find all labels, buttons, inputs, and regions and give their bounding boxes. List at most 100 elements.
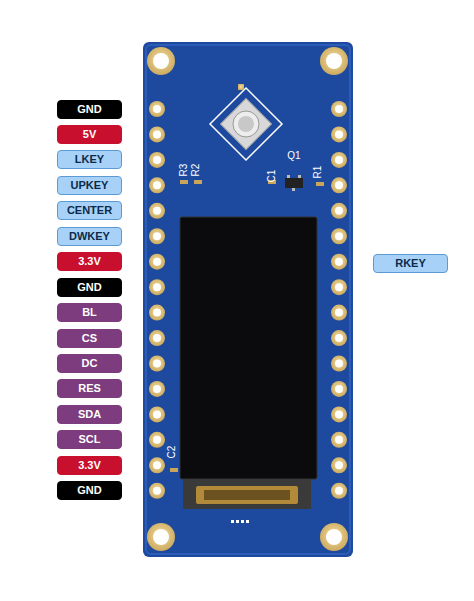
board-edge bbox=[146, 45, 350, 554]
pin-hole bbox=[153, 436, 161, 444]
pin-pad bbox=[331, 279, 347, 295]
power-pin-label: 5V bbox=[57, 125, 122, 144]
pin-pad bbox=[331, 177, 347, 193]
pin-pad bbox=[331, 254, 347, 270]
pin-pad bbox=[149, 203, 165, 219]
pin-hole bbox=[335, 461, 343, 469]
ground-pin-label: GND bbox=[57, 481, 122, 500]
pin-hole bbox=[335, 181, 343, 189]
pin-pad bbox=[149, 152, 165, 168]
pin-pad bbox=[149, 457, 165, 473]
key-pin-label: RKEY bbox=[373, 254, 448, 273]
silk-dots bbox=[231, 520, 249, 523]
mounting-holes bbox=[147, 47, 348, 551]
pcb-board bbox=[143, 42, 353, 557]
pin-hole bbox=[153, 461, 161, 469]
display-pin-label: DC bbox=[57, 354, 122, 373]
pin-hole bbox=[335, 258, 343, 266]
pin-pad bbox=[331, 203, 347, 219]
pin-pad bbox=[149, 330, 165, 346]
pin-name: LKEY bbox=[75, 154, 104, 165]
pin-name: BL bbox=[82, 307, 97, 318]
pin-pad bbox=[331, 126, 347, 142]
pin-hole bbox=[153, 334, 161, 342]
display-pin-label: SDA bbox=[57, 405, 122, 424]
lcd-display bbox=[180, 217, 317, 479]
pin-pads bbox=[149, 101, 347, 499]
pin-hole bbox=[153, 105, 161, 113]
pin-pad bbox=[149, 279, 165, 295]
key-pin-label: CENTER bbox=[57, 201, 122, 220]
pin-hole bbox=[335, 105, 343, 113]
silkscreen-label: R2 bbox=[191, 164, 201, 177]
pin-name: UPKEY bbox=[71, 180, 109, 191]
pin-hole bbox=[335, 436, 343, 444]
pin-hole bbox=[335, 334, 343, 342]
pin-pad bbox=[331, 228, 347, 244]
pin-hole bbox=[335, 283, 343, 291]
joystick-button bbox=[210, 84, 282, 160]
pin-name: RKEY bbox=[395, 258, 426, 269]
pin-pad bbox=[331, 432, 347, 448]
display-pin-label: BL bbox=[57, 303, 122, 322]
pin-pad bbox=[331, 381, 347, 397]
pin-hole bbox=[153, 181, 161, 189]
pin-hole bbox=[153, 258, 161, 266]
pin-hole bbox=[335, 232, 343, 240]
power-pin-label: 3.3V bbox=[57, 456, 122, 475]
pin-pad bbox=[149, 177, 165, 193]
pin-hole bbox=[153, 309, 161, 317]
pin-pad bbox=[331, 406, 347, 422]
silkscreen-label: C1 bbox=[267, 170, 277, 183]
pin-name: DWKEY bbox=[69, 231, 110, 242]
pin-hole bbox=[335, 385, 343, 393]
pin-hole bbox=[335, 487, 343, 495]
pin-name: SDA bbox=[78, 409, 101, 420]
ground-pin-label: GND bbox=[57, 100, 122, 119]
key-pin-label: UPKEY bbox=[57, 176, 122, 195]
pin-name: GND bbox=[77, 104, 101, 115]
pin-pad bbox=[331, 356, 347, 372]
pin-hole bbox=[335, 156, 343, 164]
pin-name: CS bbox=[82, 333, 97, 344]
pin-pad bbox=[149, 101, 165, 117]
fpc-connector bbox=[183, 479, 311, 509]
pin-pad bbox=[149, 356, 165, 372]
pin-name: DC bbox=[82, 358, 98, 369]
pin-name: RES bbox=[78, 383, 101, 394]
pin-hole bbox=[153, 156, 161, 164]
pin-pad bbox=[149, 228, 165, 244]
display-pin-label: CS bbox=[57, 329, 122, 348]
pin-pad bbox=[331, 483, 347, 499]
pin-pad bbox=[331, 305, 347, 321]
pin-hole bbox=[335, 309, 343, 317]
pin-pad bbox=[331, 101, 347, 117]
silkscreen-label: C2 bbox=[167, 446, 177, 459]
display-pin-label: SCL bbox=[57, 430, 122, 449]
pin-pad bbox=[149, 381, 165, 397]
pin-pad bbox=[149, 305, 165, 321]
pin-name: CENTER bbox=[67, 205, 112, 216]
pin-name: 3.3V bbox=[78, 460, 101, 471]
pin-name: SCL bbox=[79, 434, 101, 445]
pin-pad bbox=[331, 152, 347, 168]
pin-hole bbox=[153, 232, 161, 240]
pin-hole bbox=[335, 360, 343, 368]
ground-pin-label: GND bbox=[57, 278, 122, 297]
pin-hole bbox=[153, 385, 161, 393]
display-pin-label: RES bbox=[57, 379, 122, 398]
pin-name: GND bbox=[77, 485, 101, 496]
pin-hole bbox=[153, 360, 161, 368]
silkscreen-label: R3 bbox=[179, 164, 189, 177]
pin-pad bbox=[149, 254, 165, 270]
pin-pad bbox=[331, 330, 347, 346]
pin-hole bbox=[335, 130, 343, 138]
pin-pad bbox=[331, 457, 347, 473]
pin-hole bbox=[335, 410, 343, 418]
pin-hole bbox=[153, 130, 161, 138]
pin-pad bbox=[149, 432, 165, 448]
pin-name: GND bbox=[77, 282, 101, 293]
pin-hole bbox=[153, 283, 161, 291]
power-pin-label: 3.3V bbox=[57, 252, 122, 271]
